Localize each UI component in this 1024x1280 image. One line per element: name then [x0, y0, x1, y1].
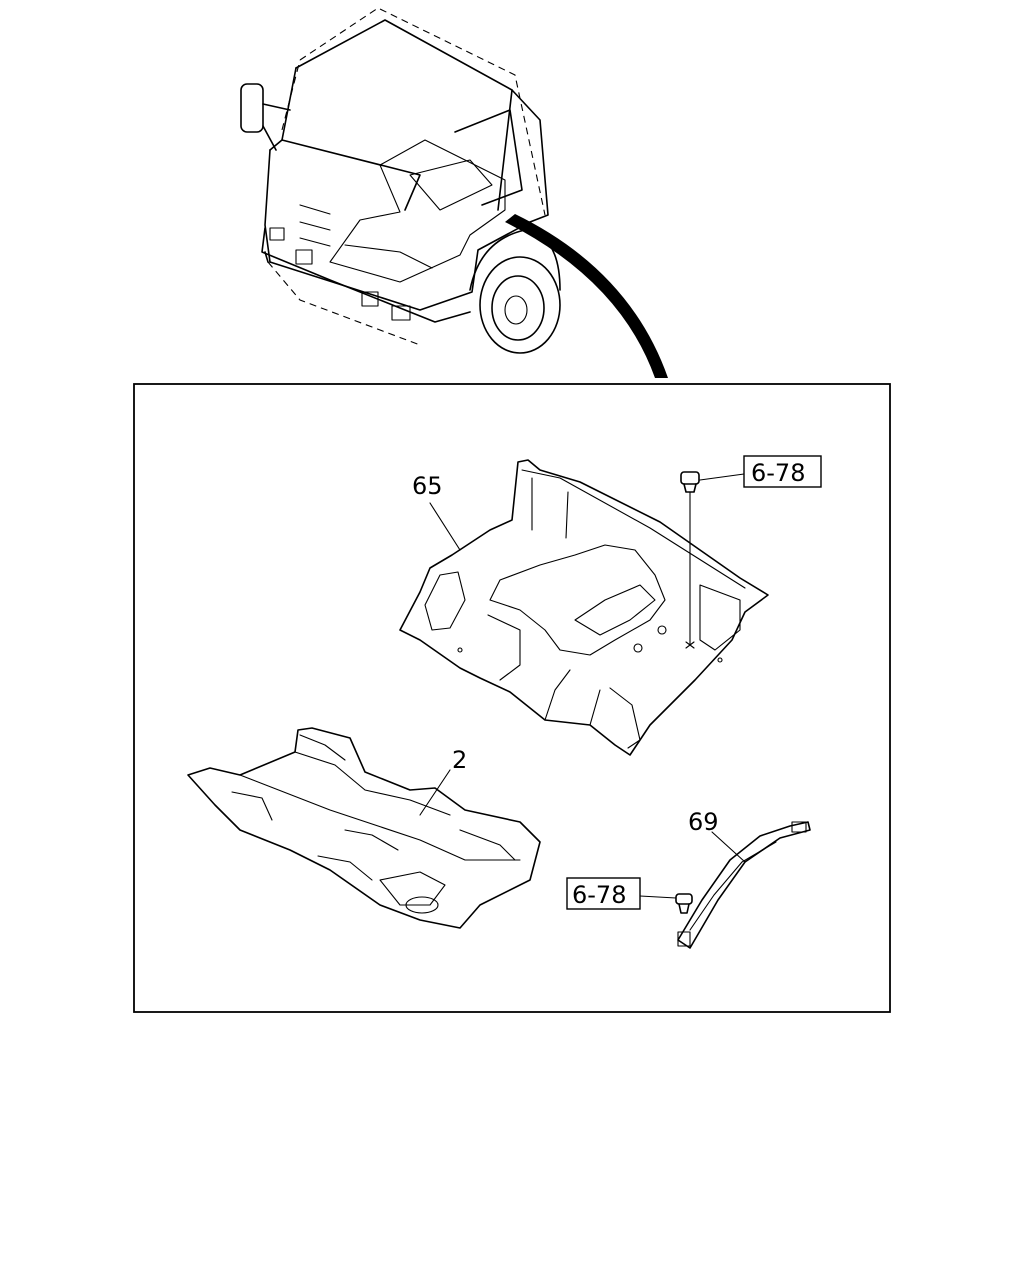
- clip-fastener-lower-icon: [675, 893, 693, 914]
- ref-box-lower[interactable]: 6-78: [566, 877, 641, 910]
- clip-fastener-upper-icon: [680, 471, 700, 649]
- ref-box-upper[interactable]: 6-78: [743, 455, 822, 488]
- floor-mat-upper-icon: [399, 459, 769, 756]
- retainer-strip-icon: [677, 821, 811, 949]
- truck-cab-overview-icon: [240, 7, 668, 378]
- callout-mat-upper: 65: [412, 472, 443, 500]
- callout-strip: 69: [688, 808, 719, 836]
- detail-frame: [133, 383, 891, 1013]
- leader-lines: [419, 473, 746, 899]
- callout-mat-lower: 2: [452, 746, 467, 774]
- ref-box-upper-label: 6-78: [751, 459, 805, 487]
- floor-mat-lower-icon: [187, 727, 541, 929]
- ref-box-lower-label: 6-78: [572, 881, 626, 909]
